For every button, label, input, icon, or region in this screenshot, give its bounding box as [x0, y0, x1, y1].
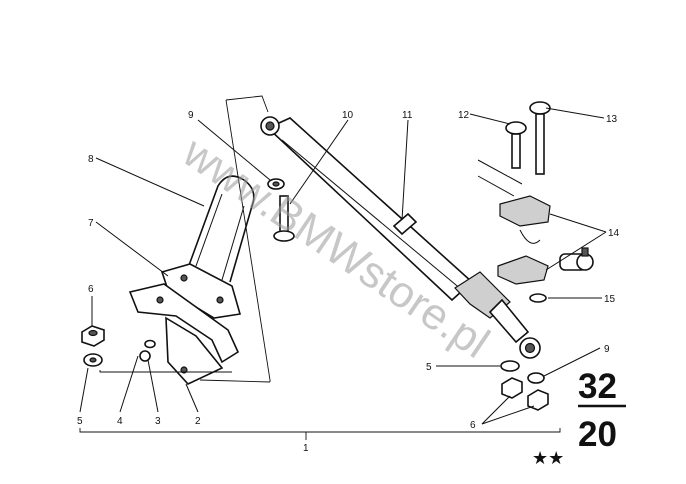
- callout-3: 3: [155, 416, 161, 427]
- group-reference: 32 20 ★★: [532, 367, 626, 468]
- washer-15[interactable]: [529, 293, 547, 303]
- group-number: 32: [578, 367, 617, 406]
- ball-joint[interactable]: [559, 247, 594, 271]
- steering-damper[interactable]: [260, 116, 541, 359]
- nut-6-right-a[interactable]: [501, 377, 523, 399]
- nut-6-right-b[interactable]: [527, 389, 549, 411]
- stars-mark: ★★: [532, 448, 564, 468]
- washer-5-right[interactable]: [500, 360, 520, 372]
- callout-14: 14: [608, 228, 620, 239]
- bolt-13[interactable]: [529, 101, 551, 175]
- callout-5-right: 5: [426, 362, 432, 373]
- callout-7: 7: [88, 218, 94, 229]
- leader-lines: [79, 95, 607, 440]
- callout-4: 4: [117, 416, 123, 427]
- nut-6-left[interactable]: [81, 325, 105, 347]
- u-bolt-8[interactable]: [187, 175, 255, 283]
- callout-15: 15: [604, 294, 616, 305]
- subgroup-number: 20: [578, 415, 617, 454]
- callout-11: 11: [402, 110, 413, 121]
- callout-9-right: 9: [604, 344, 610, 355]
- callout-10: 10: [342, 110, 354, 121]
- callout-6-right: 6: [470, 420, 476, 431]
- callout-2: 2: [195, 416, 201, 427]
- clamp-14[interactable]: [477, 159, 551, 285]
- callout-5-left: 5: [77, 416, 83, 427]
- callout-13: 13: [606, 114, 618, 125]
- callout-1: 1: [303, 443, 309, 454]
- washer-9-lower[interactable]: [527, 372, 545, 384]
- callout-9-top: 9: [188, 110, 194, 121]
- bolt-10[interactable]: [273, 195, 295, 242]
- bolt-12[interactable]: [505, 121, 527, 169]
- callout-8: 8: [88, 154, 94, 165]
- bracket-2[interactable]: [128, 283, 240, 385]
- washer-4[interactable]: [144, 339, 156, 349]
- callout-6-left: 6: [88, 284, 94, 295]
- nut-3[interactable]: [139, 350, 151, 362]
- callout-12: 12: [458, 110, 470, 121]
